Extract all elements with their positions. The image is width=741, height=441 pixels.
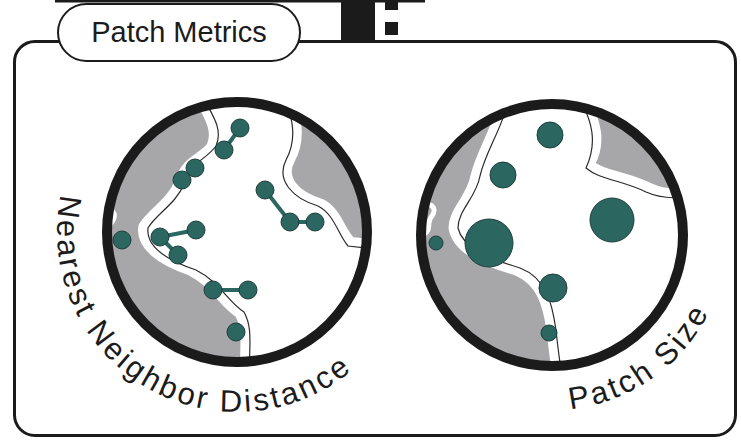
- metric-label-line: Nearest Neighbor Distance: [50, 193, 358, 419]
- patch: [490, 162, 516, 188]
- patch: [465, 219, 513, 267]
- patch: [215, 141, 233, 159]
- patch: [256, 181, 274, 199]
- patch: [429, 236, 443, 250]
- metric-circle: Nearest Neighbor Distance: [102, 97, 372, 367]
- tab-label-box: Patch Metrics: [57, 3, 301, 62]
- patch: [173, 171, 191, 189]
- patch: [169, 246, 187, 264]
- circle-ring: [421, 104, 683, 366]
- habitat-region: [405, 98, 556, 378]
- metrics-panel: Nearest Neighbor DistancePatch SizePatch…: [13, 40, 737, 437]
- bar-mark: [385, 22, 398, 35]
- metric-label: Patch Size: [565, 297, 716, 416]
- patch: [306, 213, 324, 231]
- patch: [239, 281, 257, 299]
- patch: [541, 325, 557, 341]
- patches: [113, 119, 324, 341]
- patch: [204, 281, 222, 299]
- circle-outline: Nearest Neighbor Distance: [102, 97, 372, 367]
- landscape-right: [405, 96, 700, 378]
- metric-circle: Patch Size: [416, 99, 688, 371]
- patch: [151, 228, 169, 246]
- landscape-left: [90, 92, 385, 375]
- patch: [590, 198, 634, 242]
- panel-title: Patch Metrics: [91, 18, 267, 47]
- metric-label-line: Patch Size: [565, 297, 716, 416]
- circle-outline: Patch Size: [416, 99, 688, 371]
- circle-ring: [107, 102, 367, 362]
- patch: [281, 213, 299, 231]
- patches: [429, 122, 634, 341]
- patch: [227, 323, 245, 341]
- ground: [415, 98, 695, 378]
- patch: [113, 231, 131, 249]
- ground: [100, 95, 380, 375]
- text-guide: [57, 195, 417, 412]
- patch: [539, 274, 567, 302]
- patch: [187, 221, 205, 239]
- patch: [537, 122, 563, 148]
- patch: [231, 119, 249, 137]
- bar-mark: [385, 0, 398, 10]
- metric-label: Nearest Neighbor Distance: [50, 193, 358, 419]
- neighbor-links: [160, 128, 315, 290]
- link-bar: [341, 0, 375, 42]
